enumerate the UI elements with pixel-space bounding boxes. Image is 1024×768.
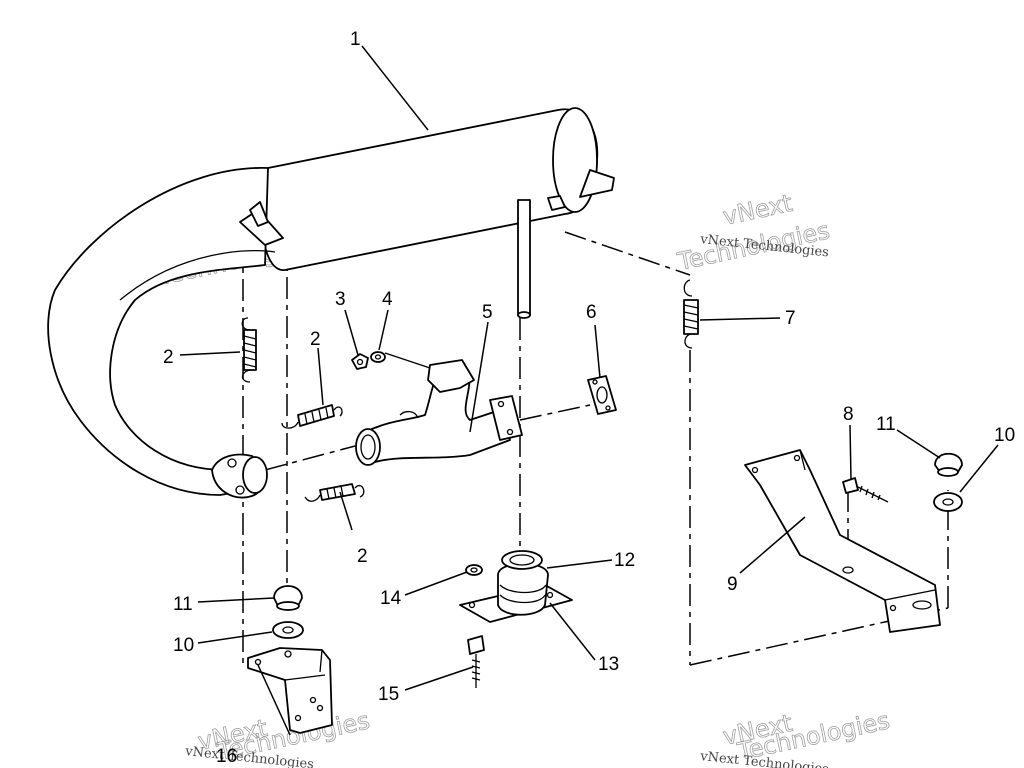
assembly-lines (242, 231, 949, 666)
bolt-mount (467, 635, 485, 688)
callout-11: 11 (173, 594, 193, 615)
watermark-top-right: Technologies vNext vNext Technologies (674, 189, 832, 277)
callout-12: 12 (614, 550, 635, 571)
muffler (47, 107, 615, 499)
grommet-left (273, 585, 303, 611)
spring-right (683, 279, 699, 349)
leader-lines (179, 45, 999, 736)
bracket-left (247, 647, 333, 734)
callout-1: 1 (350, 29, 361, 50)
callout-numbers: 1 2 2 2 3 4 5 6 7 8 9 10 10 11 11 12 13 … (163, 29, 1015, 767)
callout-14: 14 (380, 588, 402, 609)
spring-bottom (304, 483, 365, 502)
grommet-right (934, 452, 963, 477)
callout-6: 6 (586, 302, 597, 323)
callout-5: 5 (482, 302, 493, 323)
callout-9: 9 (727, 574, 738, 595)
callout-13: 13 (598, 654, 619, 675)
callout-2: 2 (357, 546, 368, 567)
callout-2: 2 (163, 347, 174, 368)
nut (351, 353, 369, 370)
callout-3: 3 (335, 289, 346, 310)
rubber-mount (459, 550, 573, 623)
callout-10: 10 (173, 635, 194, 656)
washer-left (272, 621, 304, 639)
callout-2: 2 (310, 329, 321, 350)
callout-16: 16 (216, 746, 237, 767)
washer-right (933, 492, 963, 512)
callout-11: 11 (876, 414, 896, 435)
screw-right (842, 477, 889, 503)
bracket-right (744, 449, 941, 633)
spring-left (241, 317, 257, 383)
callout-7: 7 (785, 308, 796, 329)
spring-middle (281, 404, 343, 429)
washer (370, 351, 386, 363)
callout-15: 15 (378, 684, 399, 705)
watermark-bottom-right: Technologies vNext vNext Technologies (699, 706, 893, 768)
y-pipe (355, 359, 523, 466)
gasket (587, 375, 617, 415)
callout-4: 4 (382, 289, 393, 310)
watermark-bottom-left: Technologies vNext vNext Technologies (184, 706, 373, 768)
callout-10: 10 (994, 425, 1015, 446)
callout-8: 8 (843, 404, 854, 425)
washer-mount (465, 564, 483, 576)
